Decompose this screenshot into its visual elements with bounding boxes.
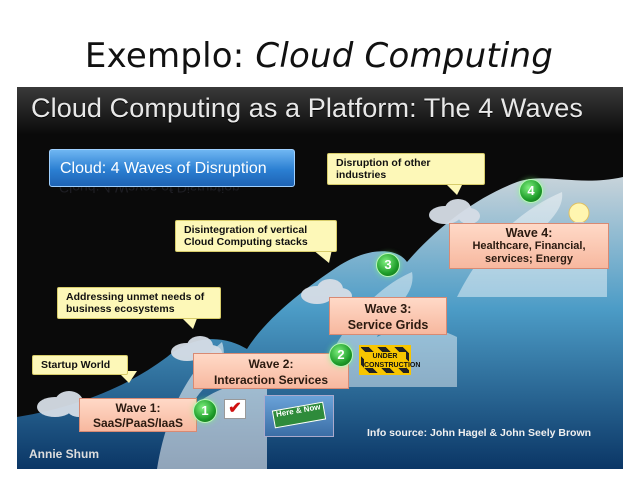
under-construction-label: UNDER CONSTRUCTION bbox=[364, 352, 421, 369]
wave-3-box: Wave 3: Service Grids bbox=[329, 297, 447, 335]
wave-4-number: 4 bbox=[519, 179, 543, 203]
wave-3-number: 3 bbox=[376, 253, 400, 277]
wave-4-box: Wave 4: Healthcare, Financial, services;… bbox=[449, 223, 609, 269]
info-source: Info source: John Hagel & John Seely Bro… bbox=[367, 427, 592, 439]
check-icon: ✔ bbox=[224, 399, 246, 419]
wave-3-desc: Service Grids bbox=[347, 318, 429, 332]
wave-1-title: Wave 1: bbox=[115, 401, 161, 415]
disruption-label-reflection: Cloud: 4 Waves of Disruption bbox=[59, 187, 240, 196]
here-now-sign-icon: Here & Now bbox=[264, 395, 334, 437]
wave-4-desc: Healthcare, Financial, services; Energy bbox=[472, 240, 586, 265]
panel-title: Cloud Computing as a Platform: The 4 Wav… bbox=[31, 93, 583, 123]
author-credit: Annie Shum bbox=[29, 447, 100, 461]
slide-title: Exemplo: Cloud Computing bbox=[0, 36, 638, 76]
wave-4-title: Wave 4: bbox=[505, 226, 553, 240]
wave-2-desc: Interaction Services bbox=[213, 373, 329, 387]
slide-title-italic: Cloud Computing bbox=[255, 36, 554, 76]
wave-3-title: Wave 3: bbox=[364, 302, 412, 316]
slide-title-plain: Exemplo: bbox=[84, 36, 256, 76]
cloud-waves-image: Cloud Computing as a Platform: The 4 Wav… bbox=[17, 87, 623, 469]
wave-1-desc: SaaS/PaaS/IaaS bbox=[92, 416, 184, 430]
callout-startup-world: Startup World bbox=[32, 355, 128, 375]
callout-disintegration: Disintegration of vertical Cloud Computi… bbox=[175, 220, 337, 252]
wave-2-number: 2 bbox=[329, 343, 353, 367]
wave-2-box: Wave 2: Interaction Services bbox=[193, 353, 349, 389]
under-construction-icon: UNDER CONSTRUCTION bbox=[359, 345, 421, 375]
wave-1-box: Wave 1: SaaS/PaaS/IaaS bbox=[79, 398, 197, 432]
wave-2-title: Wave 2: bbox=[248, 357, 294, 371]
callout-other-industries: Disruption of other industries bbox=[327, 153, 485, 185]
here-now-label: Here & Now bbox=[271, 401, 327, 429]
callout-business-ecosystems: Addressing unmet needs of business ecosy… bbox=[57, 287, 221, 319]
disruption-label: Cloud: 4 Waves of Disruption bbox=[49, 149, 295, 187]
wave-1-number: 1 bbox=[193, 399, 217, 423]
